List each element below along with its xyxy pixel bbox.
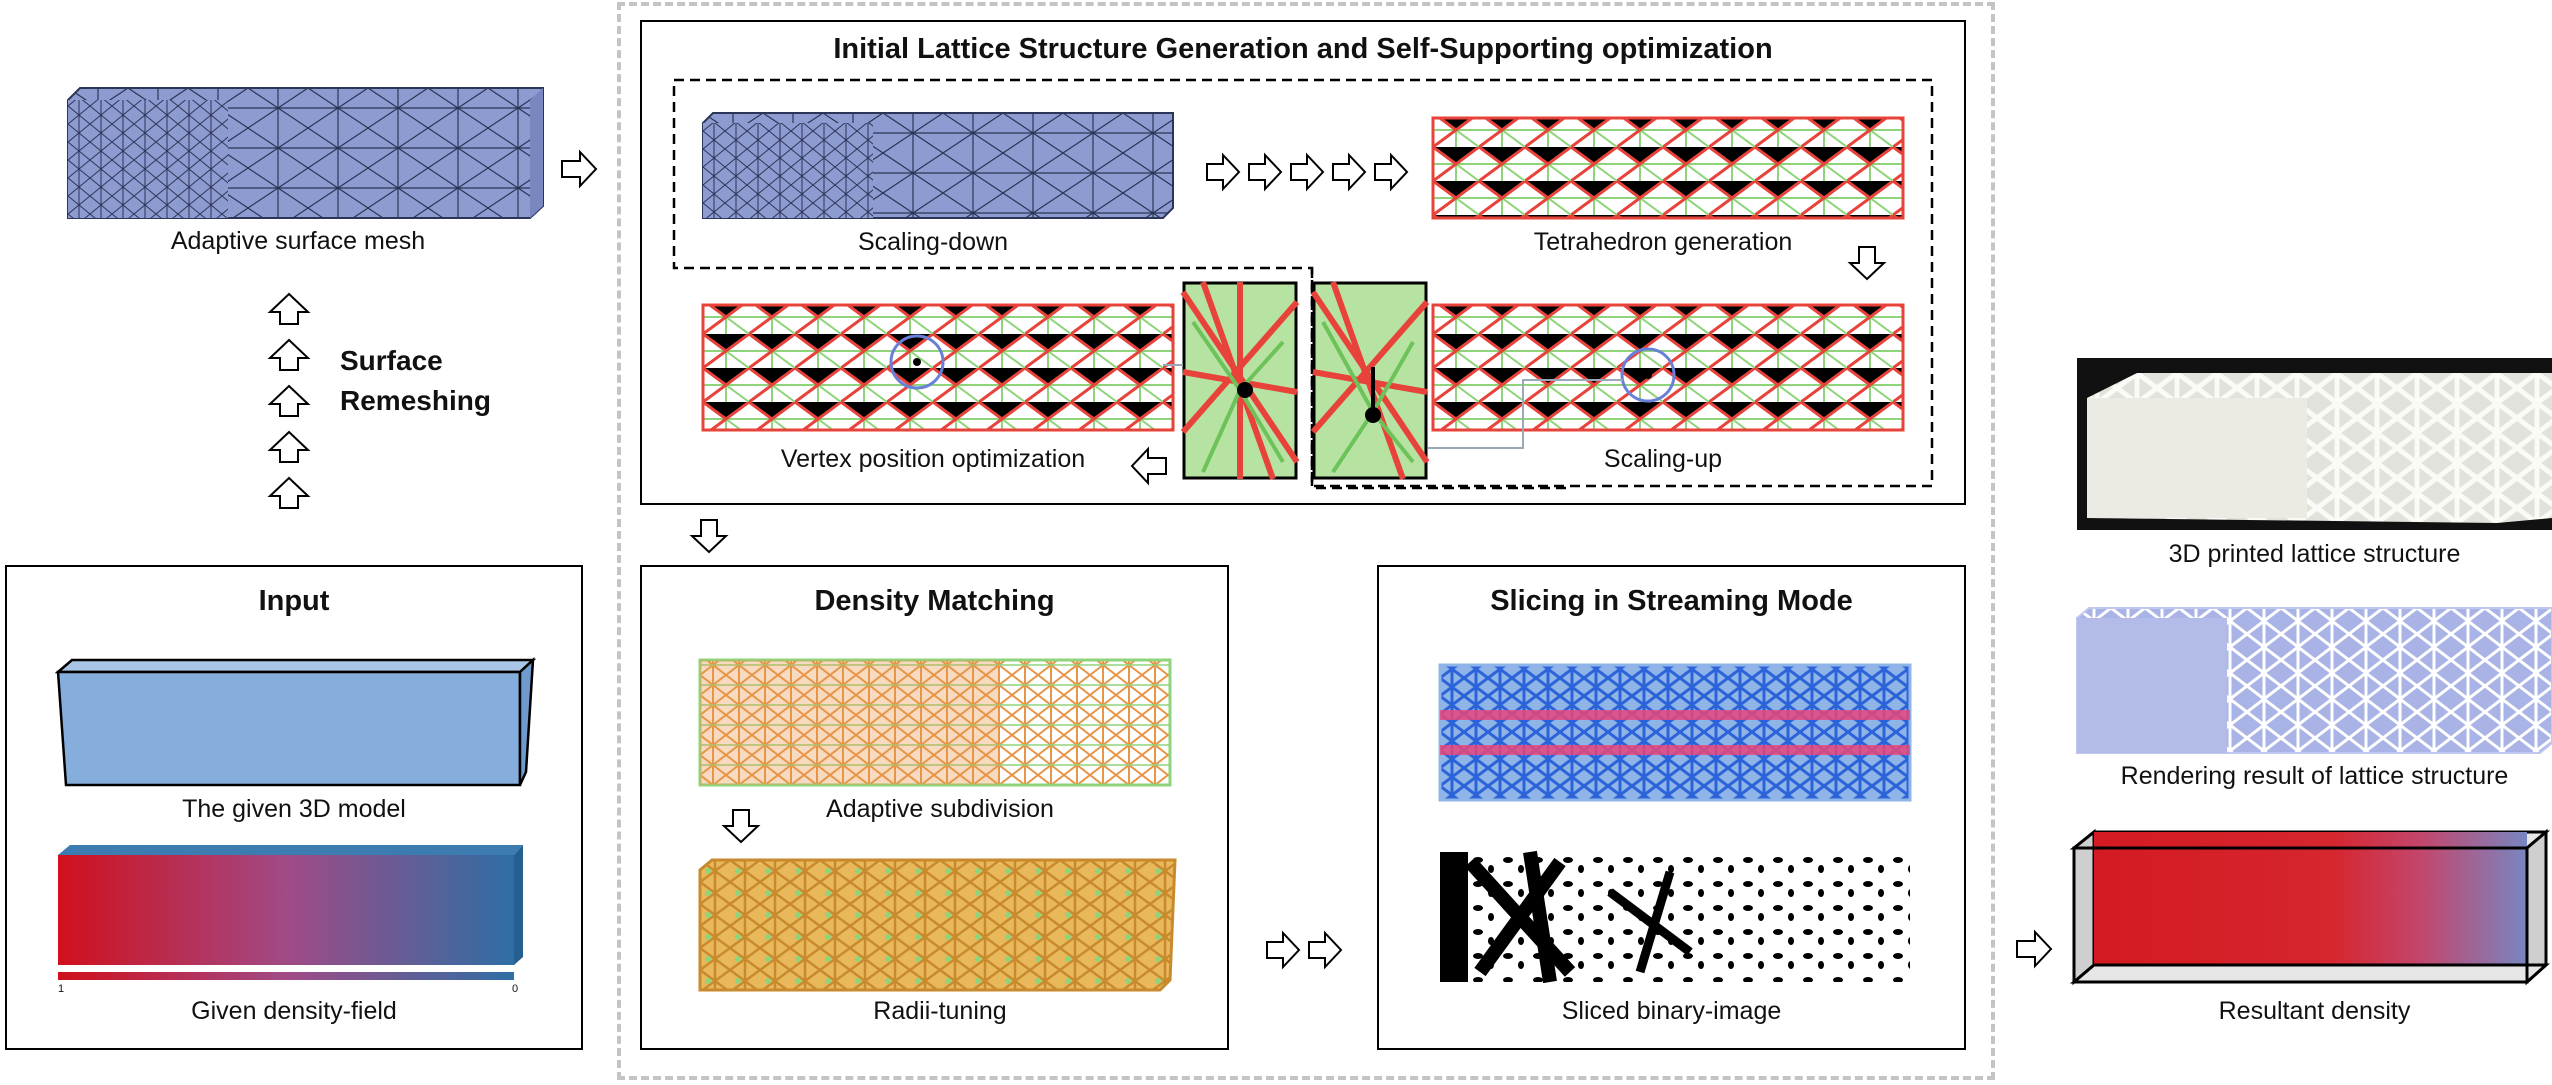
five-right-arrows [1206,152,1409,192]
slicing-panel-title: Slicing in Streaming Mode [1490,585,1853,617]
input-panel-title: Input [258,585,330,617]
tetrahedron-generation-image [1431,116,1905,220]
given-density-label: Given density-field [191,997,397,1025]
scaling-up-image [1431,303,1905,432]
dashed-frame [617,2,1995,1080]
radii-tuning-image [698,858,1177,992]
vertex-optimization-label: Vertex position optimization [780,445,1086,473]
left-arrow-icon [1130,446,1167,486]
adaptive-subdivision-image [698,658,1172,787]
dashed-subframe [672,78,1934,490]
tetra-generation-label: Tetrahedron generation [1533,228,1793,256]
given-3d-model-image [54,656,537,787]
scaling-down-label: Scaling-down [857,228,1009,256]
double-right-arrow [1266,930,1343,970]
scaling-down-mesh-image [702,112,1174,219]
resultant-density-image [2069,828,2551,986]
printed-lattice-photo [2077,358,2552,530]
rendered-lattice-image [2076,607,2552,754]
density-scale-max: 0 [512,983,519,995]
zoom-inset-original [1310,280,1430,481]
scaling-up-label: Scaling-up [1603,445,1723,473]
density-panel-title: Density Matching [814,585,1055,617]
surface-remeshing-arrows [267,292,311,509]
connector-lines [1163,364,1623,449]
rendered-lattice-label: Rendering result of lattice structure [2120,762,2509,790]
surface-mesh-label: Adaptive surface mesh [170,227,426,255]
input-panel [5,565,583,1050]
density-field-image [58,845,523,980]
resultant-density-label: Resultant density [2218,997,2411,1025]
adaptive-subdivision-label: Adaptive subdivision [826,795,1054,823]
down-arrow-icon [1847,246,1887,281]
lattice-panel-title: Initial Lattice Structure Generation and… [833,33,1773,65]
given-model-label: The given 3D model [182,795,406,823]
adaptive-surface-mesh-image [67,87,544,219]
right-arrow-result-icon [2016,929,2053,969]
right-arrow-icon [561,149,598,189]
vertex-optimization-image [701,303,1175,432]
remeshing-label-line1: Surface [340,345,443,376]
down-arrow-subdiv-icon [721,809,761,844]
zoom-inset-optimized [1180,280,1300,481]
density-scale-min: 1 [58,983,65,995]
sliced-binary-label: Sliced binary-image [1561,997,1782,1025]
sliced-binary-image [1440,850,1910,984]
streaming-slice-image [1438,663,1912,802]
down-arrow-to-density-icon [689,519,729,554]
remeshing-label-line2: Remeshing [340,385,491,416]
radii-tuning-label: Radii-tuning [873,997,1007,1025]
printed-lattice-label: 3D printed lattice structure [2168,540,2461,568]
